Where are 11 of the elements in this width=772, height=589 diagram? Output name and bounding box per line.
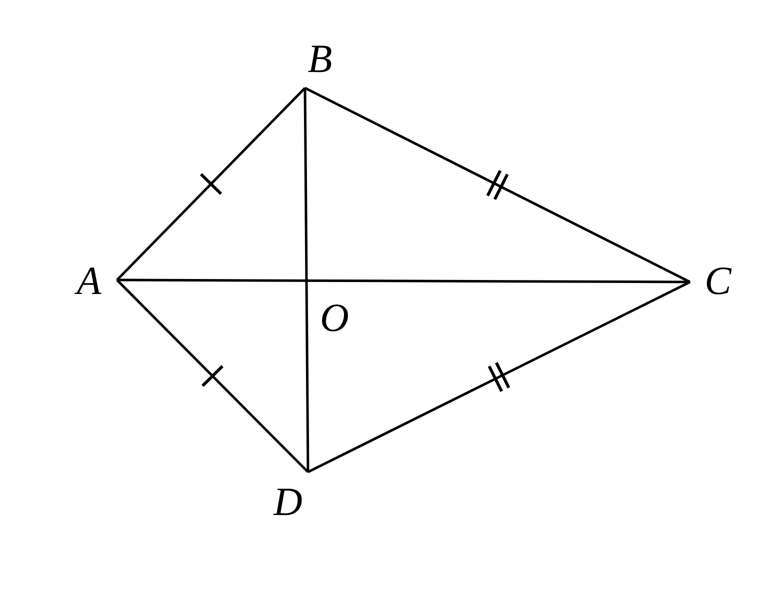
segment-line xyxy=(304,86,691,284)
segment-line xyxy=(307,280,691,474)
point-label: O xyxy=(320,298,349,338)
vertex-label: A xyxy=(63,255,115,305)
segment-line xyxy=(117,278,690,284)
vertex-label: B xyxy=(295,30,345,86)
segment-line xyxy=(116,87,306,281)
segment-line xyxy=(304,88,310,472)
segment-line xyxy=(116,279,309,473)
vertex-label: D xyxy=(262,474,314,528)
vertex-label: C xyxy=(692,255,744,305)
